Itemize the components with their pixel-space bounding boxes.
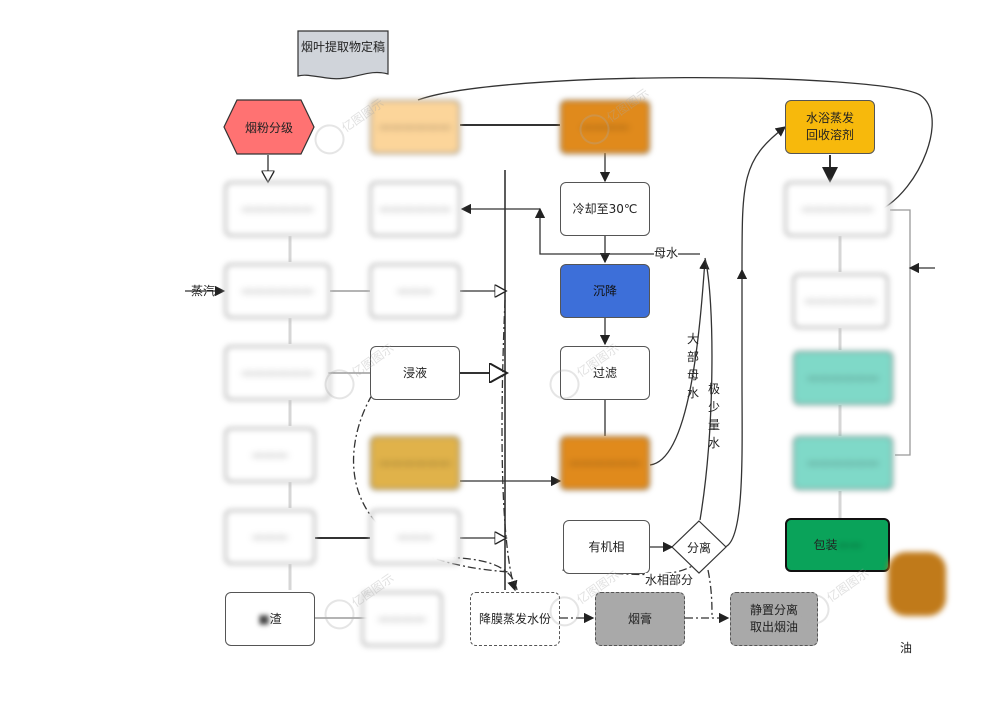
water-phase-label: 水相部分 [645, 573, 694, 587]
filter-label: 过滤 [592, 365, 617, 380]
membrane-label: 降膜蒸发水份 [478, 611, 551, 626]
left-step-3[interactable]: —————— [225, 346, 330, 400]
right-step-1[interactable]: —————— [785, 182, 890, 236]
cool-box[interactable]: 冷却至30℃ [560, 182, 650, 236]
col2-step-2[interactable]: ——— [370, 264, 460, 318]
grading-hexagon[interactable] [223, 99, 315, 155]
grading-label: 烟粉分级 [244, 121, 293, 135]
separate-label: 分离 [686, 541, 711, 555]
organic-label: 有机相 [588, 539, 625, 554]
filter-box[interactable]: 过滤 [560, 346, 650, 400]
left-step-4[interactable]: ——— [225, 428, 315, 482]
settle-label: 沉降 [592, 283, 617, 298]
membrane-box[interactable]: 降膜蒸发水份 [470, 592, 560, 646]
organic-box[interactable]: 有机相 [563, 520, 650, 574]
water-bath-label: 水浴蒸发 回收溶剂 [805, 111, 854, 142]
edge-trace-water [699, 257, 713, 521]
edge-mother-water [534, 207, 700, 255]
document-shape [297, 30, 389, 80]
leach-label: 浸液 [402, 365, 427, 380]
paste-label: 烟膏 [627, 611, 652, 626]
water-bath-box[interactable]: 水浴蒸发 回收溶剂 [785, 100, 875, 154]
col2-step-5[interactable]: ——— [370, 510, 460, 564]
left-step-2[interactable]: —————— [225, 264, 330, 318]
edge-top-arc [417, 76, 933, 211]
leach-box[interactable]: 浸液 [370, 346, 460, 400]
col2-top-box[interactable]: —————— [370, 100, 460, 154]
left-step-5[interactable]: ——— [225, 510, 315, 564]
residue-label: 渣 [269, 611, 282, 626]
settle-box[interactable]: 沉降 [560, 264, 650, 318]
left-step-1[interactable]: —————— [225, 182, 330, 236]
edge-dashdot-bus [501, 299, 518, 592]
col2-orange-box[interactable]: —————— [370, 436, 460, 490]
mid-orange-top[interactable]: ———— [560, 100, 650, 154]
edge-most-mother [649, 258, 710, 466]
right-teal-2[interactable]: —————— [793, 436, 893, 490]
edge-to-waterbath [741, 126, 787, 271]
package-label: 包装 [813, 537, 838, 552]
separate-diamond[interactable] [671, 520, 727, 574]
mother-water-label: 母水 [654, 246, 679, 260]
brown-blob [888, 552, 946, 616]
oil-tail-label: 油 [900, 641, 913, 655]
trace-water-label: 极少量水 [707, 382, 720, 450]
col2-step-1[interactable]: —————— [370, 182, 460, 236]
edge-sep-up [724, 268, 748, 548]
edge-water-phase-down [707, 569, 713, 619]
right-teal-1[interactable]: —————— [793, 351, 893, 405]
static-sep-label: 静置分离 取出烟油 [749, 603, 798, 634]
mid-orange-bottom[interactable]: —————— [560, 436, 650, 490]
steam-label: 蒸汽 [191, 284, 216, 298]
most-mother-water-label: 大部母水 [686, 332, 699, 400]
paste-box[interactable]: 烟膏 [595, 592, 685, 646]
cool-label: 冷却至30℃ [572, 201, 638, 216]
edge-dashdot-row5 [414, 554, 518, 591]
col2-step-6[interactable]: ———— [362, 592, 442, 646]
document-title: 烟叶提取物定稿 [300, 40, 385, 54]
residue-box[interactable]: ■渣 [225, 592, 315, 646]
edge-right-return [890, 209, 911, 456]
right-step-2[interactable]: —————— [793, 274, 888, 328]
package-box[interactable]: 包装—— [785, 518, 890, 572]
static-sep-box[interactable]: 静置分离 取出烟油 [730, 592, 818, 646]
